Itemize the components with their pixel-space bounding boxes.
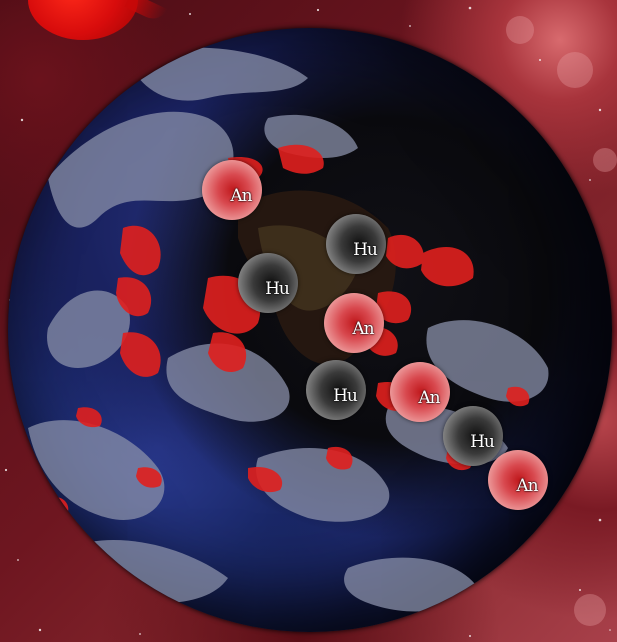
android-token-4[interactable]: An <box>488 450 548 510</box>
earth-globe <box>8 28 612 632</box>
android-token-1[interactable]: An <box>202 160 262 220</box>
human-token-1[interactable]: Hu <box>326 214 386 274</box>
android-token-label: An <box>230 186 252 206</box>
human-token-label: Hu <box>470 432 495 452</box>
android-token-3[interactable]: An <box>390 362 450 422</box>
android-token-label: An <box>516 476 538 496</box>
android-token-label: An <box>418 388 440 408</box>
human-token-label: Hu <box>265 279 290 299</box>
human-token-label: Hu <box>353 240 378 260</box>
android-token-label: An <box>352 319 374 339</box>
earth-map <box>28 47 549 612</box>
human-token-label: Hu <box>333 386 358 406</box>
human-token-3[interactable]: Hu <box>306 360 366 420</box>
human-token-2[interactable]: Hu <box>238 253 298 313</box>
android-token-2[interactable]: An <box>324 293 384 353</box>
human-token-4[interactable]: Hu <box>443 406 503 466</box>
